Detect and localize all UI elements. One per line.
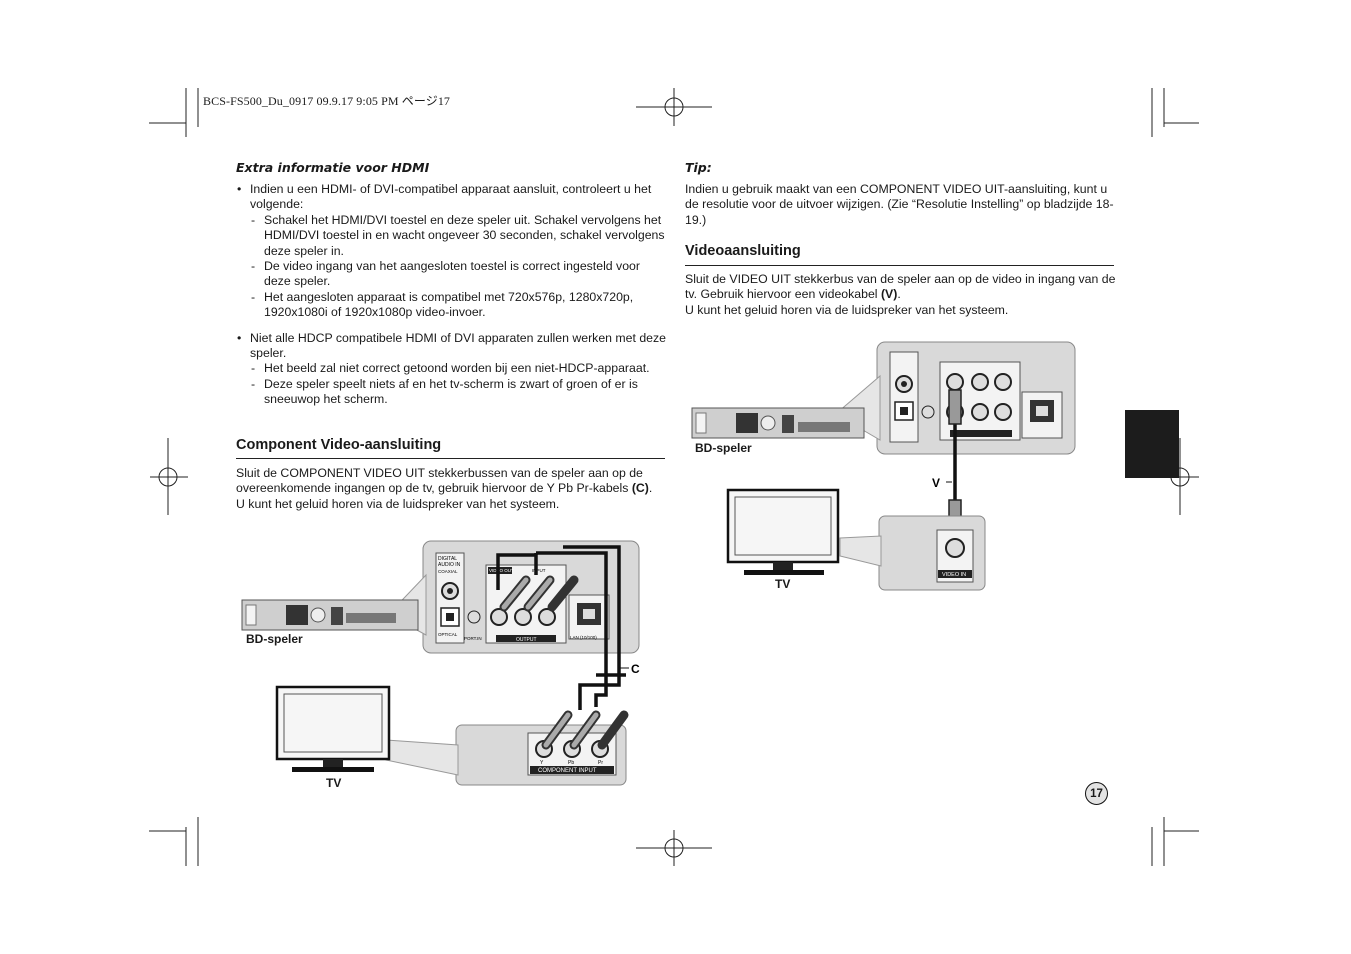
hdmi-section-title: Extra informatie voor HDMI [236, 160, 430, 175]
input-label: INPUT [532, 568, 546, 573]
component-description: Sluit de COMPONENT VIDEO UIT stekkerbuss… [236, 466, 668, 512]
section-rule [236, 458, 665, 459]
cable-v-label: V [932, 476, 940, 490]
video-out-label: VIDEO OUT [489, 568, 514, 573]
period: . [897, 287, 901, 302]
video-section-title: Videoaansluiting [685, 243, 801, 259]
optical-label: OPTICAL [438, 632, 458, 637]
tv-screen [275, 685, 391, 761]
hdmi-bullet-1: Indien u een HDMI- of DVI-compatibel app… [236, 182, 666, 321]
component-sound-text: U kunt het geluid horen via de luidsprek… [236, 496, 560, 511]
jack-label-y: Y [540, 760, 544, 766]
cable-c-label: C [631, 662, 640, 676]
hdmi-bullet-2-text: Niet alle HDCP compatibele HDMI of DVI a… [250, 330, 667, 361]
output-label: OUTPUT [516, 637, 537, 643]
period: . [648, 481, 653, 496]
hdmi-bullet-1-text: Indien u een HDMI- of DVI-compatibel app… [250, 182, 652, 212]
tv-screen [726, 488, 840, 564]
component-section-title: Component Video-aansluiting [236, 437, 442, 453]
cable-ref: (V) [880, 287, 898, 302]
video-description: Sluit de VIDEO UIT stekkerbus van de spe… [685, 272, 1117, 318]
section-rule [685, 265, 1114, 266]
digital-audio-in-label: DIGITAL [438, 556, 457, 562]
digital-audio-in-label: AUDIO IN [438, 562, 461, 568]
component-connection-diagram: DIGITAL AUDIO IN COAXIAL OPTICAL PORT.IN… [241, 540, 640, 786]
hdmi-subitem: De video ingang van het aangesloten toes… [250, 259, 666, 290]
page-number: 17 [1085, 782, 1108, 805]
coaxial-label: COAXIAL [438, 569, 458, 574]
tv-label: TV [326, 776, 342, 790]
hdmi-bullet-2: Niet alle HDCP compatibele HDMI of DVI a… [236, 331, 666, 408]
video-sound-text: U kunt het geluid horen via de luidsprek… [685, 302, 1009, 317]
component-input-label: COMPONENT INPUT [538, 768, 597, 774]
cable-ref: (C) [631, 481, 649, 496]
component-text: Sluit de COMPONENT VIDEO UIT stekkerbuss… [236, 466, 643, 496]
port-in-label: PORT.IN [464, 636, 482, 641]
hdmi-subitem: Schakel het HDMI/DVI toestel en deze spe… [250, 213, 666, 259]
tip-text: Indien u gebruik maakt van een COMPONENT… [685, 182, 1114, 227]
jack-label-pb: Pb [568, 760, 574, 766]
bd-player-label: BD-speler [246, 632, 303, 646]
hdmi-subitem: Het beeld zal niet correct getoond worde… [250, 361, 666, 377]
video-connection-diagram: V VIDEO IN [691, 341, 1076, 591]
hdmi-notes: Indien u een HDMI- of DVI-compatibel app… [236, 182, 666, 408]
hdmi-subitem: Het aangesloten apparaat is compatibel m… [250, 290, 666, 321]
tv-label: TV [775, 577, 791, 591]
lan-label: LAN (10/100) [570, 635, 597, 640]
tip-title: Tip: [685, 160, 712, 175]
print-header: BCS-FS500_Du_0917 09.9.17 9:05 PM ページ17 [203, 94, 451, 108]
video-in-label: VIDEO IN [942, 572, 966, 578]
chapter-tab [1125, 410, 1179, 478]
hdmi-subitem: Deze speler speelt niets af en het tv-sc… [250, 377, 666, 408]
jack-label-pr: Pr [598, 760, 603, 766]
component-cables [496, 545, 626, 710]
bd-player-label: BD-speler [695, 441, 752, 455]
video-text: Sluit de VIDEO UIT stekkerbus van de spe… [685, 272, 1116, 302]
